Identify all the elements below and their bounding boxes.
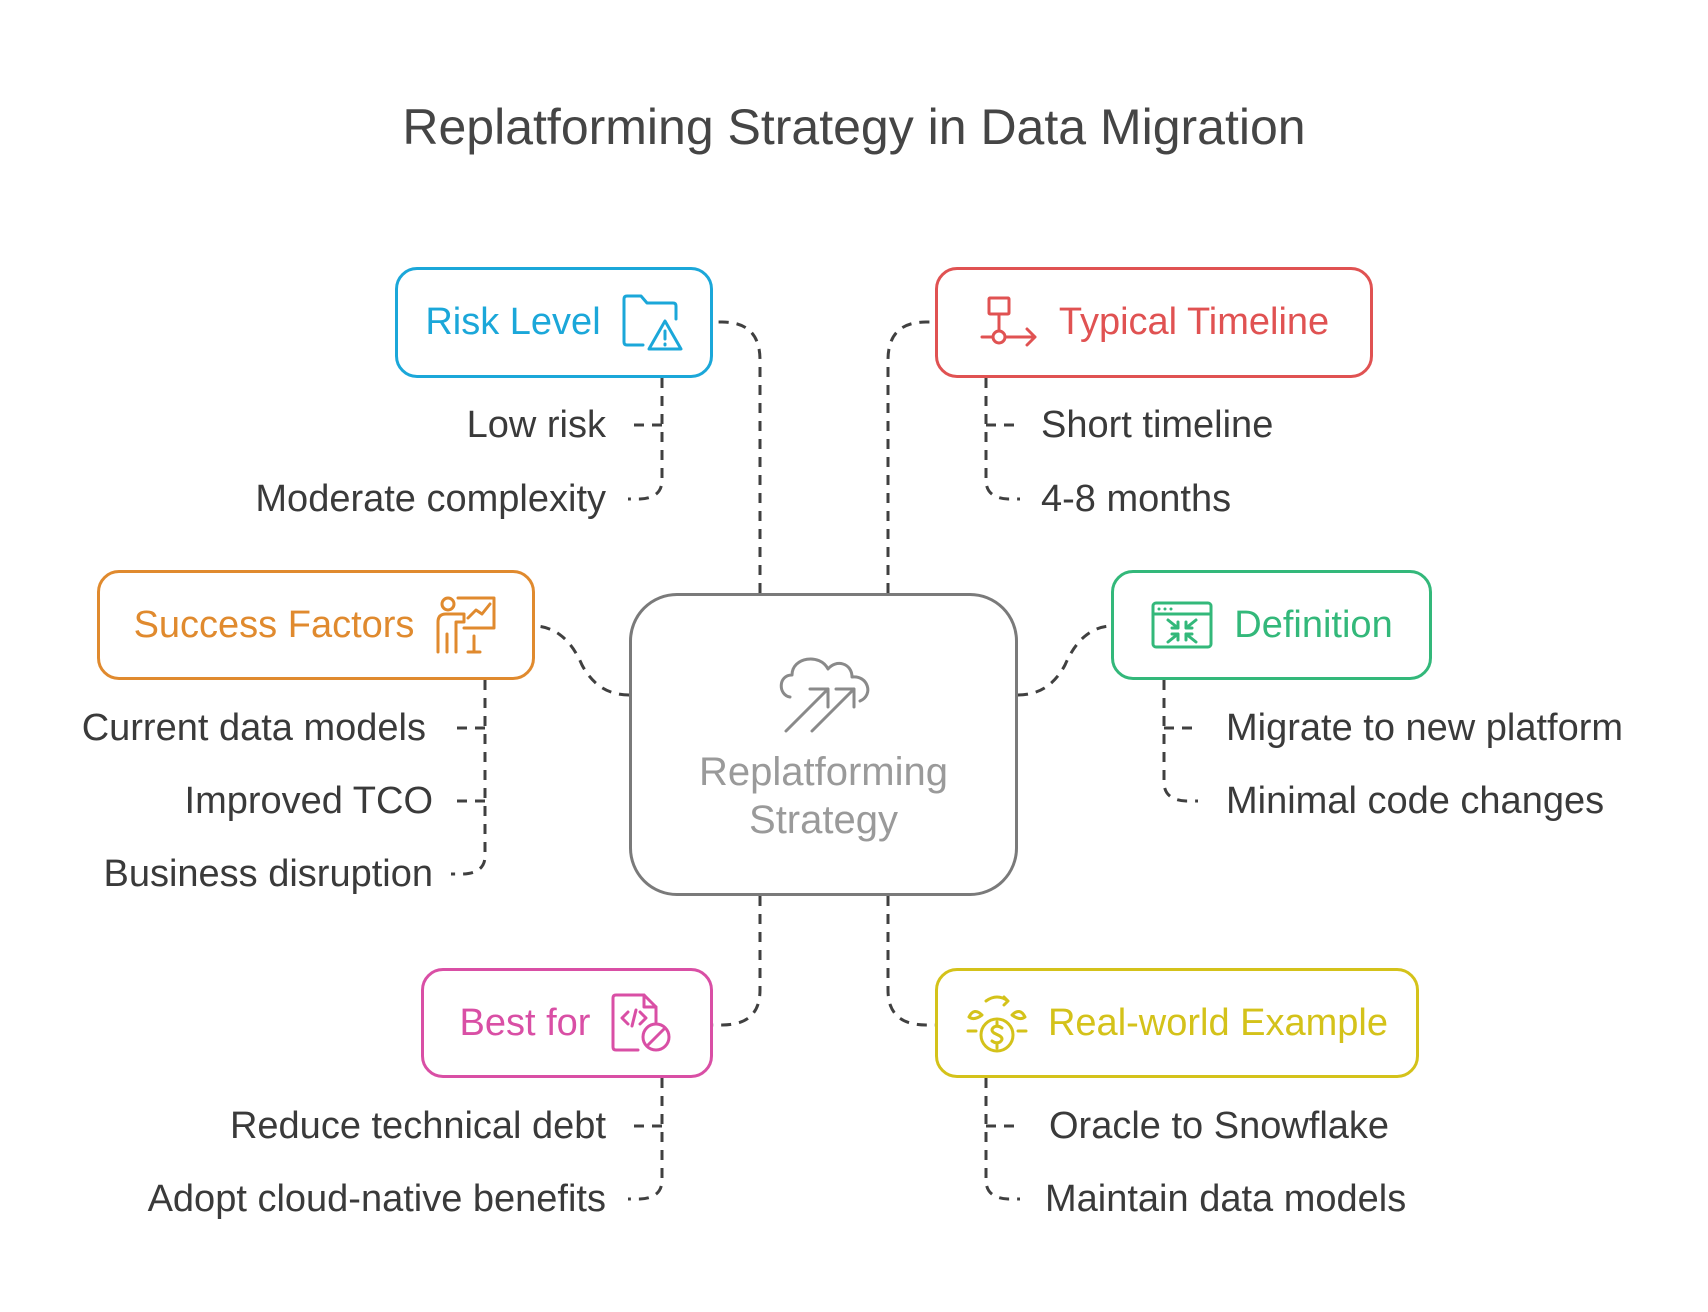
- typical-timeline-node: Typical Timeline: [935, 267, 1373, 378]
- diagram-title: Replatforming Strategy in Data Migration: [402, 99, 1306, 155]
- timeline-item-1: Short timeline: [1041, 404, 1274, 446]
- best-item-1: Reduce technical debt: [229, 1105, 606, 1147]
- success-item-3: Business disruption: [103, 853, 433, 895]
- real-world-example-node: Real-world Example: [935, 968, 1419, 1078]
- success-item-1: Current data models: [81, 707, 426, 749]
- definition-node: Definition: [1111, 570, 1432, 680]
- money-exchange-icon: [966, 995, 1028, 1053]
- browser-compress-icon: [1151, 601, 1213, 649]
- definition-item-1: Migrate to new platform: [1226, 707, 1624, 749]
- folder-warning-icon: [622, 294, 683, 350]
- risk-item-1: Low risk: [466, 404, 606, 446]
- flowchart-arrow-icon: [980, 296, 1037, 346]
- presenter-chart-icon: [436, 596, 496, 654]
- best-item-2: Adopt cloud-native benefits: [147, 1178, 606, 1220]
- risk-item-2: Moderate complexity: [255, 478, 606, 520]
- typical-timeline-label: Typical Timeline: [1058, 301, 1330, 343]
- code-file-blocked-icon: [611, 993, 671, 1052]
- risk-level-label: Risk Level: [425, 301, 601, 343]
- definition-item-2: Minimal code changes: [1226, 780, 1605, 822]
- best-for-label: Best for: [459, 1001, 591, 1044]
- real-world-example-label: Real-world Example: [1047, 1001, 1388, 1044]
- definition-label: Definition: [1234, 603, 1393, 646]
- cloud-upload-arrows-icon: [779, 657, 870, 733]
- success-factors-label: Success Factors: [133, 603, 415, 646]
- example-item-1: Oracle to Snowflake: [1049, 1105, 1390, 1147]
- success-item-2: Improved TCO: [184, 780, 433, 822]
- example-item-2: Maintain data models: [1045, 1178, 1407, 1220]
- timeline-item-2: 4-8 months: [1041, 478, 1232, 520]
- risk-level-node: Risk Level: [395, 267, 713, 378]
- best-for-node: Best for: [421, 968, 713, 1078]
- success-factors-node: Success Factors: [97, 570, 535, 680]
